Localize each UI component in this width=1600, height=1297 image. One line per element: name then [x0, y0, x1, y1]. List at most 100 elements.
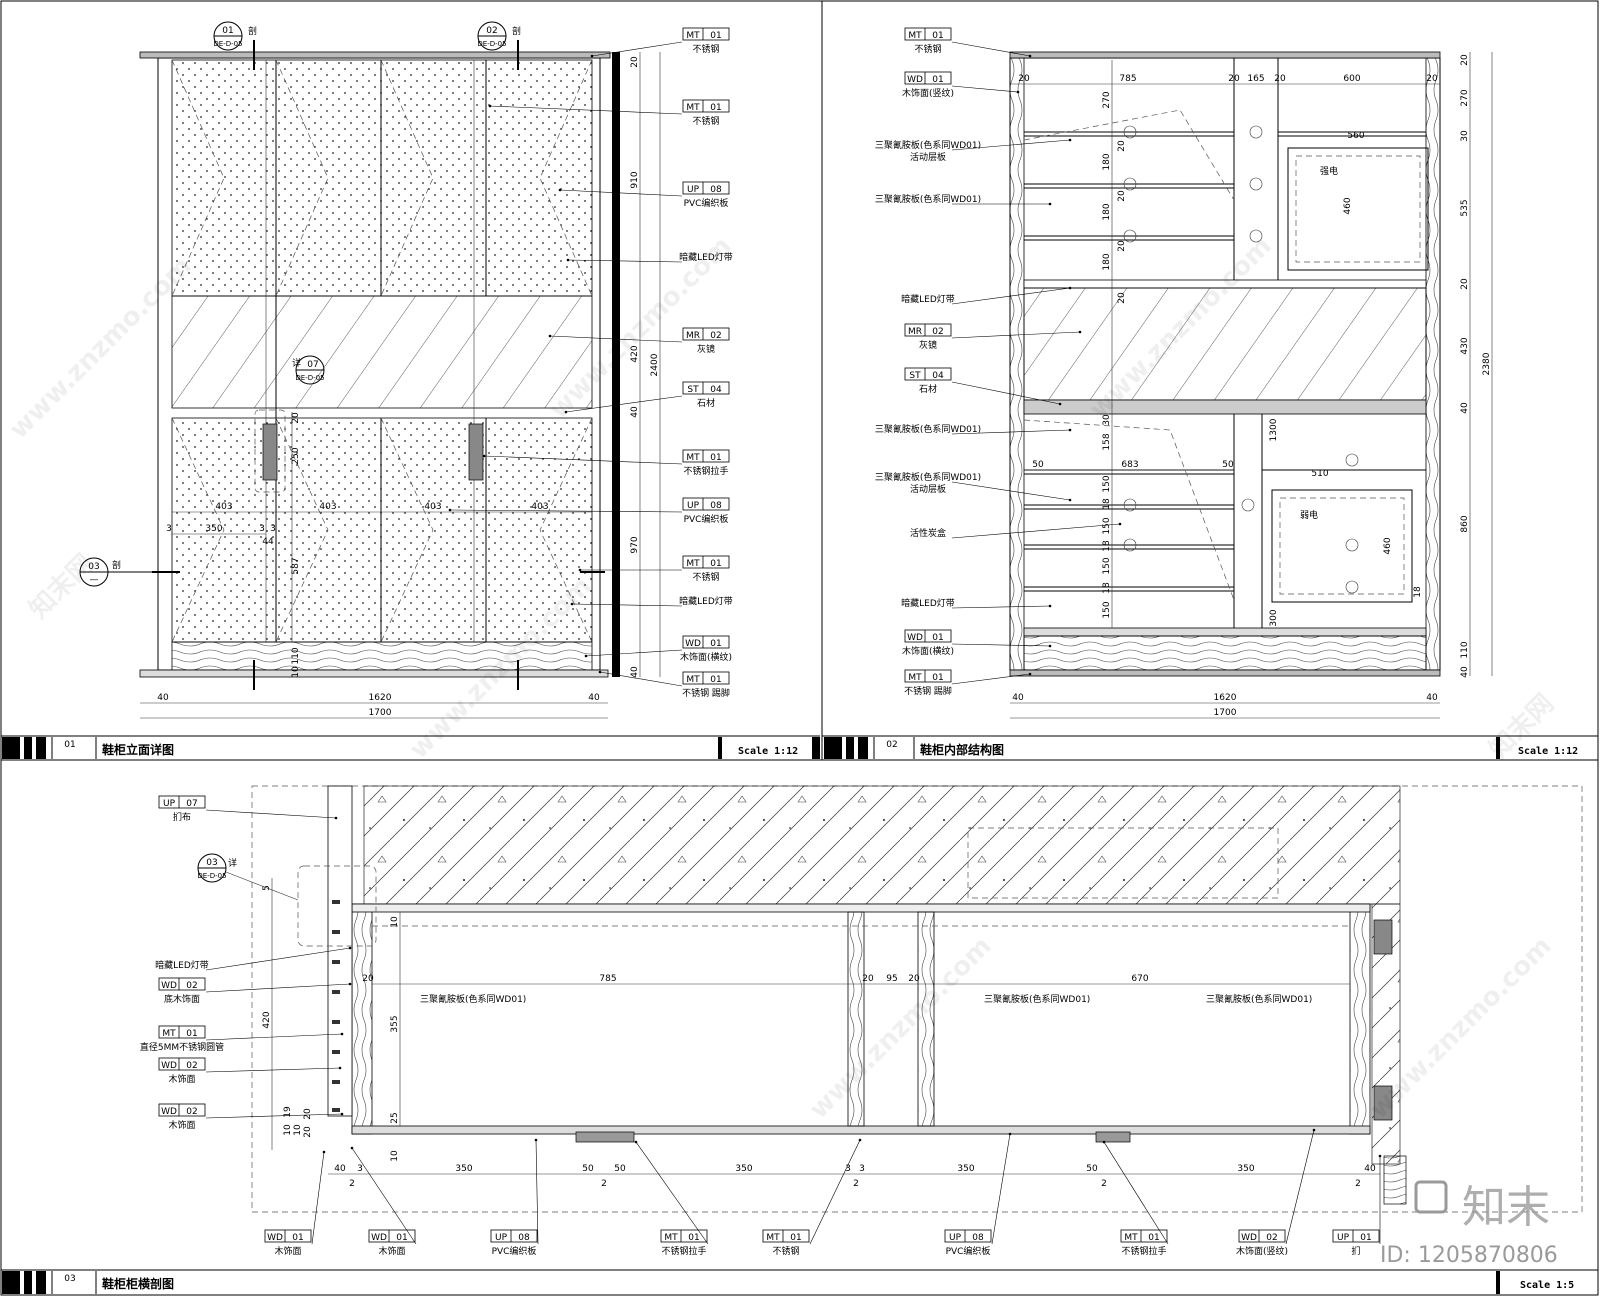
detail-callout-03: 03 DE-D-05 详 — [197, 853, 299, 901]
svg-text:10: 10 — [293, 1124, 303, 1136]
tag-label: 三聚氰胺板(色系同WD01) — [875, 471, 981, 483]
svg-text:DE-D-05: DE-D-05 — [197, 872, 226, 880]
tag-number: 04 — [932, 371, 944, 381]
svg-text:350: 350 — [735, 1164, 752, 1174]
handle-right — [468, 423, 484, 481]
svg-text:详: 详 — [228, 857, 237, 869]
tag-label: 灰镜 — [697, 343, 715, 355]
tag-code: ST — [909, 371, 921, 381]
svg-text:270: 270 — [1460, 89, 1470, 106]
tag-label: 不锈钢 踢脚 — [904, 685, 952, 697]
tag-label: 灰镜 — [919, 339, 937, 351]
svg-text:350: 350 — [957, 1164, 974, 1174]
svg-text:20: 20 — [1117, 190, 1127, 202]
svg-text:3: 3 — [270, 524, 276, 534]
tag-code: MT — [686, 31, 700, 41]
svg-text:剖: 剖 — [512, 25, 521, 37]
svg-text:270: 270 — [1102, 91, 1112, 108]
svg-text:110: 110 — [1460, 641, 1470, 658]
panel-01-elevation — [139, 40, 620, 690]
tag-label: 三聚氰胺板(色系同WD01) — [875, 423, 981, 435]
svg-text:20: 20 — [862, 974, 874, 984]
svg-text:20: 20 — [1228, 74, 1240, 84]
tag-number: 02 — [1266, 1233, 1277, 1243]
svg-text:03: 03 — [206, 858, 217, 868]
tag-number: 01 — [710, 559, 721, 569]
svg-text:20: 20 — [1117, 240, 1127, 252]
svg-text:20: 20 — [908, 974, 920, 984]
tag-label: 不锈钢 — [692, 115, 719, 127]
svg-text:鞋柜立面详图: 鞋柜立面详图 — [102, 742, 174, 757]
panel-01-vertical-dimensions: 20 910 420 40 970 40 2400 — [630, 52, 661, 678]
svg-text:40: 40 — [588, 693, 600, 703]
panel-02-vertical-dimensions: 20 270 30 535 20 430 40 860 110 40 2380 — [1460, 52, 1493, 678]
svg-text:355: 355 — [390, 1015, 400, 1032]
svg-text:587: 587 — [291, 557, 301, 574]
svg-text:2: 2 — [853, 1179, 859, 1189]
svg-text:1300: 1300 — [1269, 418, 1279, 441]
svg-text:10: 10 — [390, 1150, 400, 1162]
svg-text:50: 50 — [1222, 460, 1234, 470]
svg-text:350: 350 — [455, 1164, 472, 1174]
tag-label: 活动层板 — [910, 151, 946, 163]
svg-text:785: 785 — [599, 974, 616, 984]
tag-code: WD — [907, 633, 923, 643]
svg-text:详: 详 — [292, 357, 301, 369]
svg-text:403: 403 — [531, 502, 548, 512]
tag-number: 01 — [710, 675, 721, 685]
svg-text:3: 3 — [859, 1164, 865, 1174]
tag-number: 01 — [186, 1029, 197, 1039]
svg-text:535: 535 — [1460, 199, 1470, 216]
svg-text:19: 19 — [283, 1106, 293, 1118]
tag-number: 01 — [932, 633, 943, 643]
material-tag: 活性炭盒 — [910, 522, 1122, 539]
handle-detail-outline — [254, 409, 286, 493]
svg-text:20: 20 — [362, 974, 374, 984]
tag-code: MT — [766, 1233, 780, 1243]
svg-text:158: 158 — [1102, 433, 1112, 450]
svg-text:150: 150 — [1102, 557, 1112, 574]
svg-text:18: 18 — [1413, 586, 1423, 598]
title-bar-02: 02 鞋柜内部结构图 Scale 1:12 — [822, 735, 1598, 759]
tag-code: MT — [1124, 1233, 1138, 1243]
section-callout-01: 01 DE-D-05 剖 — [213, 21, 257, 51]
svg-text:40: 40 — [630, 666, 640, 678]
svg-text:670: 670 — [1131, 974, 1148, 984]
svg-text:25: 25 — [390, 1112, 400, 1123]
material-tag: 三聚氰胺板(色系同WD01) — [875, 423, 1072, 435]
tag-number: 04 — [710, 385, 722, 395]
title-bar-01: 01 鞋柜立面详图 Scale 1:12 — [1, 735, 1598, 761]
svg-text:剖: 剖 — [248, 25, 257, 37]
tag-number: 01 — [932, 75, 943, 85]
tag-code: MT — [162, 1029, 176, 1039]
tag-label: PVC编织板 — [684, 513, 729, 525]
tag-label: PVC编织板 — [946, 1245, 991, 1257]
tag-code: MT — [908, 31, 922, 41]
svg-text:30: 30 — [1460, 130, 1470, 142]
svg-text:03: 03 — [88, 562, 99, 572]
panel-01-horizontal-dimensions: 40 1620 40 1700 — [140, 693, 608, 719]
tag-code: MR — [686, 331, 700, 341]
svg-text:150: 150 — [1102, 517, 1112, 534]
svg-text:www.znzmo.com: www.znzmo.com — [4, 251, 198, 445]
tag-label: 木饰面 — [378, 1245, 405, 1257]
svg-text:鞋柜内部结构图: 鞋柜内部结构图 — [920, 742, 1004, 757]
tag-number: 08 — [972, 1233, 984, 1243]
tag-label: 木饰面(横纹) — [680, 651, 732, 663]
svg-text:150: 150 — [1102, 601, 1112, 618]
tag-code: UP — [495, 1233, 508, 1243]
svg-text:20: 20 — [1460, 54, 1470, 66]
tag-code: WD — [161, 1061, 177, 1071]
svg-text:40: 40 — [630, 406, 640, 418]
tag-number: 01 — [710, 639, 721, 649]
